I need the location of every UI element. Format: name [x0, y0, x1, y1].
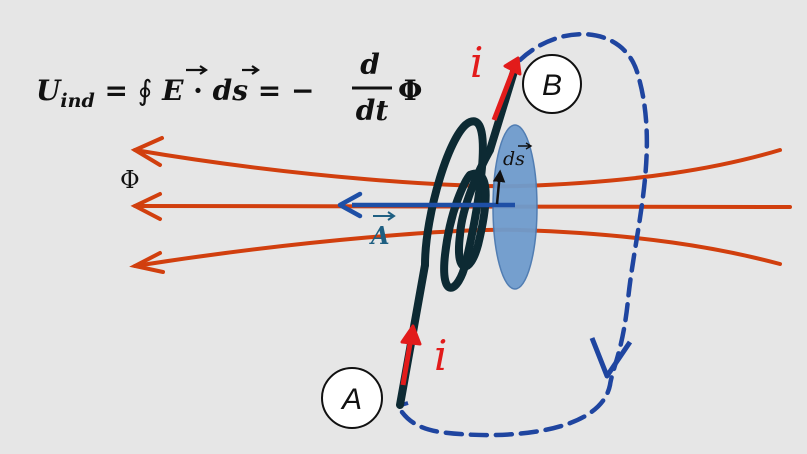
formula-frac-num: d — [360, 48, 380, 81]
current-label-bottom: i — [434, 331, 447, 380]
svg-text:Uind = ∮ E · ds = −: Uind = ∮ E · ds = − — [36, 74, 314, 112]
node-a-circle — [321, 367, 383, 429]
formula-flux: Φ — [398, 74, 422, 107]
node-b-circle — [522, 54, 582, 114]
current-arrow-top — [491, 56, 522, 121]
formula-e-arrow — [186, 65, 208, 75]
formula-frac-den: dt — [356, 94, 389, 127]
area-vector-label-arrow — [373, 211, 396, 221]
coil-loop-1 — [421, 117, 487, 292]
dashed-return-path — [395, 31, 650, 438]
current-label-top: i — [470, 38, 483, 87]
ds-label-arrow — [518, 142, 533, 150]
area-vector-label: A — [369, 221, 390, 250]
formula-s-arrow — [242, 65, 260, 75]
formula-minus: − — [291, 74, 314, 107]
flux-label: Φ — [120, 166, 140, 194]
node-b-label: B — [542, 69, 562, 102]
ds-label: ds — [503, 148, 525, 170]
ds-label-group: ds — [503, 142, 533, 170]
faraday-formula: Uind = ∮ E · ds = − d dt Φ — [36, 48, 422, 127]
formula-integral: ∮ — [138, 74, 153, 107]
field-arrowhead-middle — [130, 192, 162, 221]
dashed-path-arrowhead — [589, 337, 633, 379]
field-line-top — [133, 148, 782, 189]
formula-equals-1: = — [105, 74, 128, 107]
formula-e: E — [161, 74, 184, 107]
field-arrowhead-bottom — [129, 251, 165, 274]
coil-loop-2 — [455, 146, 494, 271]
area-vector-label-group: A — [369, 211, 396, 250]
current-arrow-bottom — [400, 324, 422, 386]
formula-subscript: ind — [60, 90, 94, 112]
formula-ds: ds — [213, 74, 249, 107]
formula-dot: · — [193, 74, 203, 107]
field-arrowhead-top — [130, 136, 164, 167]
formula-equals-2: = — [258, 74, 281, 107]
area-vector — [337, 191, 515, 219]
ds-vector — [492, 169, 506, 205]
node-a-label: A — [340, 383, 362, 416]
formula-u: U — [36, 74, 62, 107]
